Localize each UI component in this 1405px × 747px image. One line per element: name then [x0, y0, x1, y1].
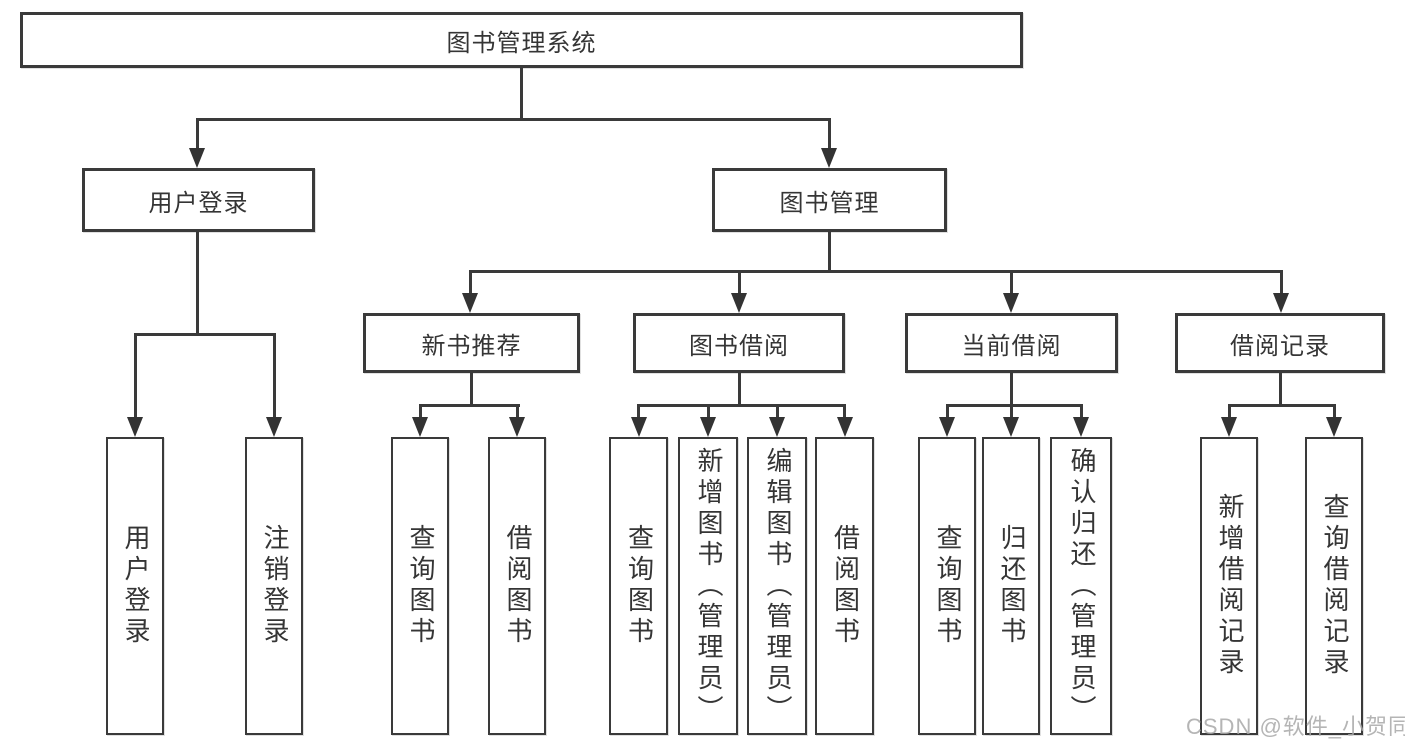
connector-line	[1009, 270, 1013, 295]
leaf-add-borrow-record: 新增借阅记录	[1200, 437, 1258, 735]
arrowhead-down-icon	[509, 417, 525, 437]
leaf-query-books-current: 查询图书	[918, 437, 976, 735]
node-label: 图书管理系统	[446, 29, 597, 57]
connector-line	[515, 404, 519, 419]
connector-line	[468, 270, 472, 295]
connector-line	[1279, 270, 1283, 295]
connector-line	[1278, 373, 1282, 407]
connector-line	[1332, 404, 1336, 419]
node-label: 新书推荐	[421, 332, 522, 360]
leaf-return-books: 归还图书	[982, 437, 1040, 735]
arrowhead-down-icon	[700, 417, 716, 437]
connector-line	[195, 118, 831, 121]
arrowhead-down-icon	[266, 417, 282, 437]
connector-line	[418, 404, 422, 419]
arrowhead-down-icon	[731, 293, 747, 313]
node-new-book-recommendation: 新书推荐	[363, 313, 580, 373]
node-label: 查询图书	[624, 524, 655, 648]
leaf-query-books-recommendation: 查询图书	[391, 437, 449, 735]
arrowhead-down-icon	[412, 417, 428, 437]
leaf-edit-books-admin: 编辑图书（管理员）	[747, 437, 807, 735]
connector-line	[637, 404, 640, 419]
leaf-add-books-admin: 新增图书（管理员）	[678, 437, 738, 735]
connector-line	[737, 270, 741, 295]
node-label: 查询图书	[932, 524, 963, 648]
arrowhead-down-icon	[769, 417, 785, 437]
connector-line	[1079, 404, 1083, 419]
arrowhead-down-icon	[1003, 293, 1019, 313]
leaf-user-login: 用户登录	[106, 437, 164, 735]
connector-line	[469, 373, 473, 407]
leaf-query-borrow-record: 查询借阅记录	[1305, 437, 1363, 735]
arrowhead-down-icon	[939, 417, 955, 437]
arrowhead-down-icon	[1273, 293, 1289, 313]
node-label: 确认归还（管理员）	[1066, 446, 1097, 726]
connector-line	[775, 404, 779, 419]
node-label: 当前借阅	[961, 332, 1062, 360]
connector-line	[195, 118, 199, 150]
node-label: 用户登录	[148, 189, 249, 217]
arrowhead-down-icon	[1221, 417, 1237, 437]
node-current-borrowing: 当前借阅	[905, 313, 1118, 373]
node-user-login: 用户登录	[82, 168, 315, 232]
node-label: 注销登录	[259, 524, 290, 648]
node-label: 图书管理	[779, 189, 880, 217]
connector-line	[945, 404, 1083, 407]
connector-line	[133, 333, 276, 336]
node-label: 用户登录	[120, 524, 151, 648]
leaf-logout: 注销登录	[245, 437, 303, 735]
connector-line	[827, 232, 831, 273]
node-label: 编辑图书（管理员）	[762, 446, 793, 726]
connector-line	[1009, 373, 1013, 407]
node-label: 查询借阅记录	[1319, 493, 1350, 679]
node-label: 新增图书（管理员）	[693, 446, 724, 726]
node-book-management: 图书管理	[712, 168, 947, 232]
connector-line	[195, 232, 199, 335]
connector-line	[468, 270, 1283, 273]
connector-line	[945, 404, 949, 419]
node-borrowing-records: 借阅记录	[1175, 313, 1385, 373]
connector-line	[1009, 404, 1013, 419]
connector-line	[843, 404, 846, 419]
connector-line	[519, 68, 523, 121]
csdn-watermark: CSDN @软件_小贺同学	[1186, 714, 1405, 739]
connector-line	[133, 333, 137, 418]
connector-line	[827, 118, 831, 150]
connector-line	[706, 404, 710, 419]
leaf-confirm-return-admin: 确认归还（管理员）	[1050, 437, 1112, 735]
node-label: 图书借阅	[689, 332, 789, 360]
connector-line	[1227, 404, 1231, 419]
arrowhead-down-icon	[1073, 417, 1089, 437]
arrowhead-down-icon	[821, 148, 837, 168]
arrowhead-down-icon	[189, 148, 205, 168]
connector-line	[737, 373, 741, 407]
leaf-query-books-borrowing: 查询图书	[609, 437, 668, 735]
node-label: 借阅图书	[502, 524, 533, 648]
arrowhead-down-icon	[1003, 417, 1019, 437]
node-label: 借阅图书	[830, 524, 861, 648]
node-label: 借阅记录	[1230, 332, 1330, 360]
arrowhead-down-icon	[127, 417, 143, 437]
connector-line	[637, 404, 846, 407]
connector-line	[1227, 404, 1336, 407]
arrowhead-down-icon	[462, 293, 478, 313]
connector-line	[418, 404, 520, 407]
node-library-management-system: 图书管理系统	[20, 12, 1023, 68]
arrowhead-down-icon	[1326, 417, 1342, 437]
leaf-borrow-books-recommendation: 借阅图书	[488, 437, 546, 735]
node-label: 新增借阅记录	[1214, 493, 1245, 679]
leaf-borrow-books-borrowing: 借阅图书	[815, 437, 874, 735]
node-label: 查询图书	[405, 524, 436, 648]
connector-line	[272, 333, 276, 418]
arrowhead-down-icon	[630, 417, 647, 437]
node-book-borrowing: 图书借阅	[633, 313, 845, 373]
node-label: 归还图书	[996, 524, 1027, 648]
arrowhead-down-icon	[836, 417, 853, 437]
